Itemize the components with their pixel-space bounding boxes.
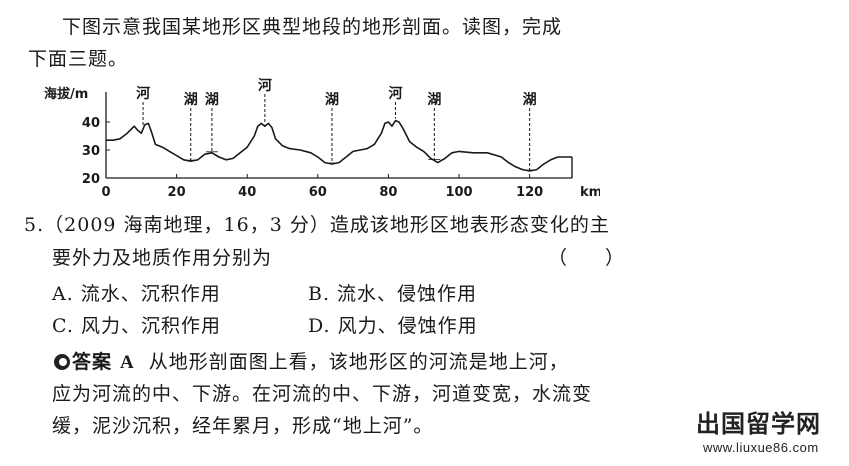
y-tick-label: 20 xyxy=(82,172,100,187)
question-5-line-1: 5.（2009 海南地理，16，3 分）造成该地形区地表形态变化的主 xyxy=(24,210,610,237)
x-tick-label: 40 xyxy=(238,185,256,200)
question-source: （2009 海南地理，16，3 分） xyxy=(44,214,330,236)
x-tick-label: 60 xyxy=(309,185,327,200)
y-tick-label: 40 xyxy=(82,116,100,131)
question-5-line-2: 要外力及地质作用分别为 xyxy=(52,247,273,269)
option-b: B. 流水、侵蚀作用 xyxy=(308,283,478,305)
chart-series xyxy=(106,119,573,178)
terrain-profile-line xyxy=(106,119,572,172)
river-label: 河 xyxy=(136,85,150,102)
answer-line-3: 缓，泥沙沉积，经年累月，形成“地上河”。 xyxy=(52,415,434,437)
river-label: 河 xyxy=(258,78,272,94)
question-text-1: 造成该地形区地表形态变化的主 xyxy=(329,214,610,236)
option-c: C. 风力、沉积作用 xyxy=(52,315,221,337)
intro-line-1: 下图示意我国某地形区典型地段的地形剖面。读图，完成 xyxy=(62,16,563,38)
answer-line-1: 答案 A 从地形剖面图上看，该地形区的河流是地上河， xyxy=(54,347,569,374)
x-tick-label: 120 xyxy=(516,185,543,200)
answer-label: 答案 xyxy=(72,351,113,373)
option-a: A. 流水、沉积作用 xyxy=(52,283,221,305)
answer-letter: A xyxy=(120,352,135,373)
chart-annotations: 河湖湖河湖河湖湖 xyxy=(136,78,537,171)
y-tick-label: 30 xyxy=(82,144,100,159)
answer-line-2: 应为河流的中、下游。在河流的中、下游，河道变宽，水流变 xyxy=(52,383,593,405)
answer-icon xyxy=(54,354,70,370)
x-axis-label: km xyxy=(580,185,600,200)
lake-label: 湖 xyxy=(205,92,219,108)
answer-text-1: 从地形剖面图上看，该地形区的河流是地上河， xyxy=(148,351,569,373)
intro-line-2: 下面三题。 xyxy=(28,48,129,70)
watermark-url: www.liuxue86.com xyxy=(703,440,819,455)
x-tick-label: 20 xyxy=(168,185,186,200)
lake-label: 湖 xyxy=(523,92,537,108)
x-tick-label: 80 xyxy=(379,185,397,200)
lake-label: 湖 xyxy=(184,92,198,108)
y-axis-label: 海拔/m xyxy=(44,86,88,102)
option-d: D. 风力、侵蚀作用 xyxy=(308,315,478,337)
lake-label: 湖 xyxy=(325,92,339,108)
question-number: 5. xyxy=(24,214,45,236)
answer-blank: （ ） xyxy=(548,247,625,269)
river-label: 河 xyxy=(388,85,402,102)
chart-axes: 海拔/m km xyxy=(44,86,600,200)
x-tick-label: 100 xyxy=(445,185,472,200)
watermark-logo-text: 出国留学网 xyxy=(696,410,821,438)
x-tick-label: 0 xyxy=(101,185,110,200)
lake-label: 湖 xyxy=(427,92,441,108)
